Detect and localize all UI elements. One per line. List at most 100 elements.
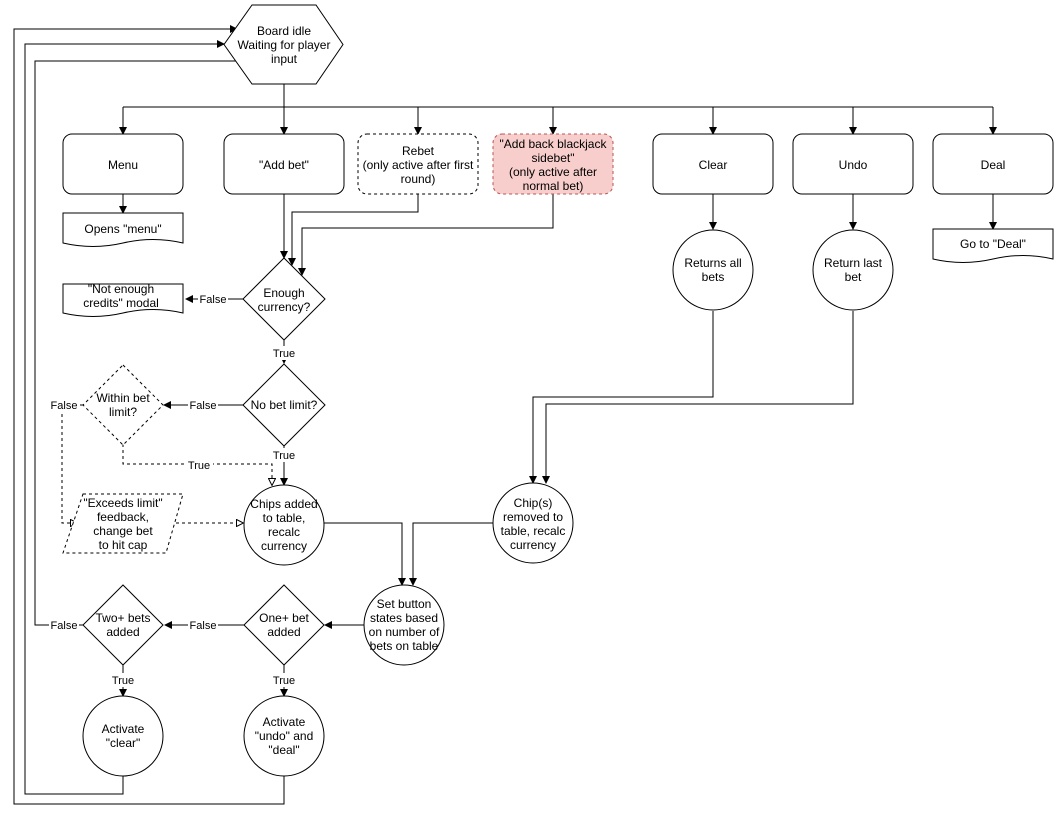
label-line: added (267, 625, 300, 639)
edge-rebet-to-enough (288, 194, 419, 266)
node-add-bet-shape (223, 133, 345, 195)
node-activate-undo-shape (243, 695, 325, 777)
label-line: Returns all (684, 256, 741, 270)
node-deal-label: Deal (981, 158, 1006, 172)
node-no-bet-limit-shape (242, 363, 326, 447)
node-go-to-deal-shape (932, 228, 1054, 263)
node-activate-clear-label: Activate"clear" (102, 722, 145, 750)
node-set-button-shape (363, 584, 445, 666)
node-exceeds-limit-shape (62, 493, 184, 554)
label-line: "clear" (106, 736, 141, 750)
label-line: input (271, 52, 298, 66)
node-no-bet-limit-label: No bet limit? (251, 398, 318, 412)
label-line: credits" modal (83, 296, 159, 310)
node-add-bet-label: "Add bet" (259, 158, 309, 172)
label-line: Undo (839, 158, 868, 172)
label-line: Go to "Deal" (960, 237, 1026, 251)
label-true-within: True (188, 460, 210, 472)
edge-removed-to-set (409, 522, 493, 586)
label-line: Chips added (250, 497, 317, 511)
label-line: table, recalc (501, 524, 566, 538)
node-enough-currency-shape (242, 257, 326, 341)
label-line: One+ bet (259, 611, 309, 625)
label-line: Activate (102, 722, 145, 736)
label-line: "Exceeds limit" (83, 496, 162, 510)
label-line: round) (401, 172, 436, 186)
edge-return-last-to-removed (542, 311, 854, 484)
node-undo-shape (792, 133, 914, 195)
label-line: Waiting for player (238, 38, 331, 52)
label-true-oneplus: True (273, 675, 295, 687)
label-line: Chip(s) (514, 496, 553, 510)
node-clear-shape (652, 133, 774, 195)
label-true-twoplus: True (112, 675, 134, 687)
label-line: Rebet (402, 144, 435, 158)
label-line: Opens "menu" (84, 222, 161, 236)
label-line: states based (370, 611, 438, 625)
label-true-enough: True (273, 348, 295, 360)
edge-undo-loop (13, 25, 285, 805)
label-line: "deal" (268, 743, 299, 757)
label-line: sidebet" (532, 151, 575, 165)
label-line: on number of (369, 625, 440, 639)
label-line: removed to (503, 510, 563, 524)
label-line: "Add back blackjack (500, 137, 608, 151)
label-line: to hit cap (99, 538, 148, 552)
label-line: "Not enough (88, 282, 154, 296)
label-line: recalc (268, 525, 300, 539)
node-chips-removed-shape (492, 482, 574, 564)
label-line: Two+ bets (95, 611, 150, 625)
label-false-twoplus: False (51, 620, 78, 632)
node-activate-undo-label: Activate"undo" and"deal" (255, 715, 314, 757)
edge-add-back-to-enough (298, 194, 554, 276)
node-menu-shape (62, 133, 184, 195)
label-line: currency (510, 538, 556, 552)
label-line: bets (702, 270, 725, 284)
label-false-oneplus: False (190, 620, 217, 632)
label-line: Clear (699, 158, 728, 172)
label-line: (only active after (509, 165, 597, 179)
label-line: (only active after first (363, 158, 474, 172)
node-go-to-deal-label: Go to "Deal" (960, 237, 1026, 251)
label-line: currency? (258, 300, 311, 314)
node-add-back-shape (492, 133, 614, 195)
label-line: Deal (981, 158, 1006, 172)
label-line: Enough (263, 286, 304, 300)
label-line: bets on table (370, 639, 439, 653)
node-menu-label: Menu (108, 158, 138, 172)
node-chips-added-shape (243, 484, 325, 566)
label-line: Return last (824, 256, 883, 270)
label-line: limit? (109, 405, 137, 419)
label-line: feedback, (97, 510, 149, 524)
label-false-within: False (51, 400, 78, 412)
node-return-last-shape (812, 229, 894, 311)
label-false-nolimit: False (190, 400, 217, 412)
label-true-nolimit: True (273, 450, 295, 462)
node-undo-label: Undo (839, 158, 868, 172)
label-line: Activate (263, 715, 306, 729)
node-deal-shape (932, 133, 1054, 195)
label-false-enough: False (200, 294, 227, 306)
label-line: normal bet) (523, 179, 584, 193)
node-one-plus-shape (243, 584, 325, 666)
label-line: change bet (93, 524, 153, 538)
label-line: Within bet (96, 391, 150, 405)
label-line: to table, (263, 511, 306, 525)
node-clear-label: Clear (699, 158, 728, 172)
edge-added-to-set (324, 522, 406, 586)
edge-clear-loop (24, 40, 225, 795)
node-two-plus-shape (82, 584, 164, 666)
